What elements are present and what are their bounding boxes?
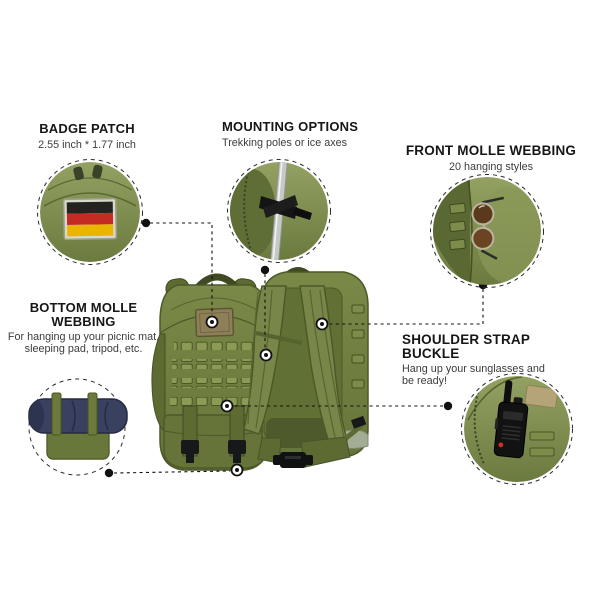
anchor-pack-bottom (230, 463, 244, 477)
mounting-options-title: MOUNTING OPTIONS (222, 119, 359, 134)
leader-bottom-molle (113, 470, 231, 474)
carry-handle (195, 273, 239, 290)
mat-straps (51, 392, 98, 436)
badge-circle-ring (37, 159, 143, 265)
callout-badge-patch: BADGE PATCH 2.55 inch * 1.77 inch (23, 121, 151, 152)
walkie-talkie (493, 380, 529, 459)
backpack-front-view (151, 273, 277, 471)
german-flag-patch (62, 197, 118, 241)
backpack-back-view (243, 267, 369, 468)
side-webbing-loops (351, 304, 365, 389)
sleeping-mat-roll (28, 398, 128, 434)
bottom-molle-subtitle-line1: For hanging up your picnic mat, (7, 331, 160, 343)
sternum-strap (255, 331, 303, 345)
mounting-options-subtitle: Trekking poles or ice axes (222, 137, 348, 149)
bottom-molle-title-line2: WEBBING (51, 314, 116, 329)
molle-rows (529, 431, 555, 457)
waist-belt-buckle (273, 452, 313, 468)
mounting-circle-ring (227, 159, 331, 263)
leader-badge-patch (150, 222, 213, 315)
leader-lines (113, 222, 484, 474)
bottom-molle-subtitle-line2: sleeping pad, tripod, etc. (24, 342, 143, 355)
callout-shoulder-strap-buckle: SHOULDER STRAP BUCKLE Hang up your sungl… (402, 333, 582, 387)
callout-front-molle-webbing: FRONT MOLLE WEBBING 20 hanging styles (398, 143, 584, 174)
photo-walkie-talkie (461, 373, 573, 485)
dot-shoulder (443, 401, 453, 411)
photo-sunglasses-on-webbing (430, 174, 544, 288)
dot-bottom-molle (104, 468, 114, 478)
badge-patch-title: BADGE PATCH (39, 121, 135, 136)
front-molle-title: FRONT MOLLE WEBBING (405, 143, 577, 158)
callout-bottom-molle-webbing: BOTTOM MOLLE WEBBING For hanging up your… (6, 301, 161, 355)
front-molle-subtitle: 20 hanging styles (448, 161, 534, 173)
photo-sleeping-mat (28, 378, 128, 476)
shoulder-circle-ring (461, 373, 573, 485)
anchor-rings (205, 315, 329, 477)
anchor-pack-side (220, 399, 234, 413)
lid-seam-2 (170, 297, 258, 311)
pocket-strap-buckles (181, 405, 246, 463)
callout-mounting-options: MOUNTING OPTIONS Trekking poles or ice a… (222, 119, 372, 150)
anchor-patch (205, 315, 219, 329)
pole-strap (259, 195, 312, 220)
shoulder-strap-subtitle: Hang up your sunglasses and be ready! (402, 363, 582, 387)
waist-belt (257, 415, 367, 468)
shoulder-strap-title: SHOULDER STRAP BUCKLE (402, 332, 530, 361)
photo-trekking-pole (227, 159, 331, 263)
anchor-left-strap (259, 348, 273, 362)
shoulder-strap-subtitle-line2: be ready! (402, 374, 448, 387)
badge-patch-subtitle: 2.55 inch * 1.77 inch (38, 139, 136, 151)
velcro-patch (524, 384, 559, 409)
leader-front-molle (330, 289, 484, 325)
anchor-right-strap (315, 317, 329, 331)
front-molle-rows (170, 340, 258, 407)
dot-mounting (260, 265, 270, 275)
front-molle-circle-ring (430, 174, 544, 288)
bottom-molle-title-line1: BOTTOM MOLLE (29, 300, 138, 315)
molle-loops (449, 202, 466, 251)
sunglasses (471, 196, 505, 260)
bottom-molle-subtitle: For hanging up your picnic mat, sleeping… (6, 331, 161, 355)
shoulder-strap-subtitle-line1: Hang up your sunglasses and (402, 363, 545, 375)
dot-badge (141, 218, 151, 228)
photo-german-flag-patch (37, 159, 143, 265)
